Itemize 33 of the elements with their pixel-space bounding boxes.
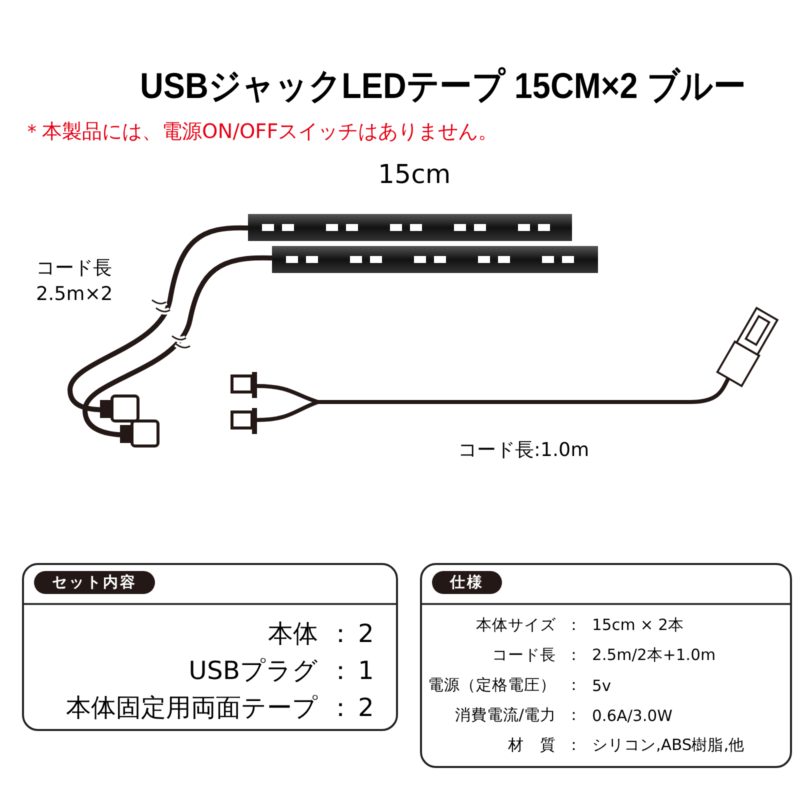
item-name: 本体サイズ [475,615,556,636]
item-value: 2 [358,619,375,648]
colon-separator: ： [566,645,582,666]
item-value: 2 [358,693,375,722]
colon-separator: ： [328,655,348,687]
item-name: 本体固定用両面テープ [66,692,318,724]
colon-separator: ： [566,705,582,726]
cord-length-text: コード長:1.0m [458,438,590,463]
item-name: 本体 [267,618,318,650]
item-value: 5v [592,676,612,694]
item-value: シリコン,ABS樹脂,他 [592,735,745,756]
item-name: 材 質 [507,735,556,756]
spec-panel [420,563,792,768]
section-heading: セット内容 [34,571,155,594]
spec-panel [22,563,398,731]
section-heading: 仕様 [432,571,502,594]
colon-separator: ： [328,692,348,724]
cord-length-text: コード長 2.5m×2 [36,256,114,307]
item-value: 1 [358,656,375,685]
colon-separator: ： [566,735,582,756]
dimension-text: 15cm [378,160,451,190]
item-value: 15cm × 2本 [592,615,686,636]
item-value: 0.6A/3.0W [592,706,674,724]
item-name: コード長 [491,645,556,666]
colon-separator: ： [566,615,582,636]
colon-separator: ： [328,618,348,650]
item-name: USBプラグ [188,655,318,687]
title: USBジャックLEDテープ 15CM×2 ブルー [140,64,746,108]
item-value: 2.5m/2本+1.0m [592,645,717,666]
item-name: 消費電流/電力 [454,705,556,726]
colon-separator: ： [566,675,582,696]
note-text: ＊本製品には、電源ON/OFFスイッチはありません。 [22,118,498,145]
item-name: 電源（定格電圧） [428,675,556,696]
